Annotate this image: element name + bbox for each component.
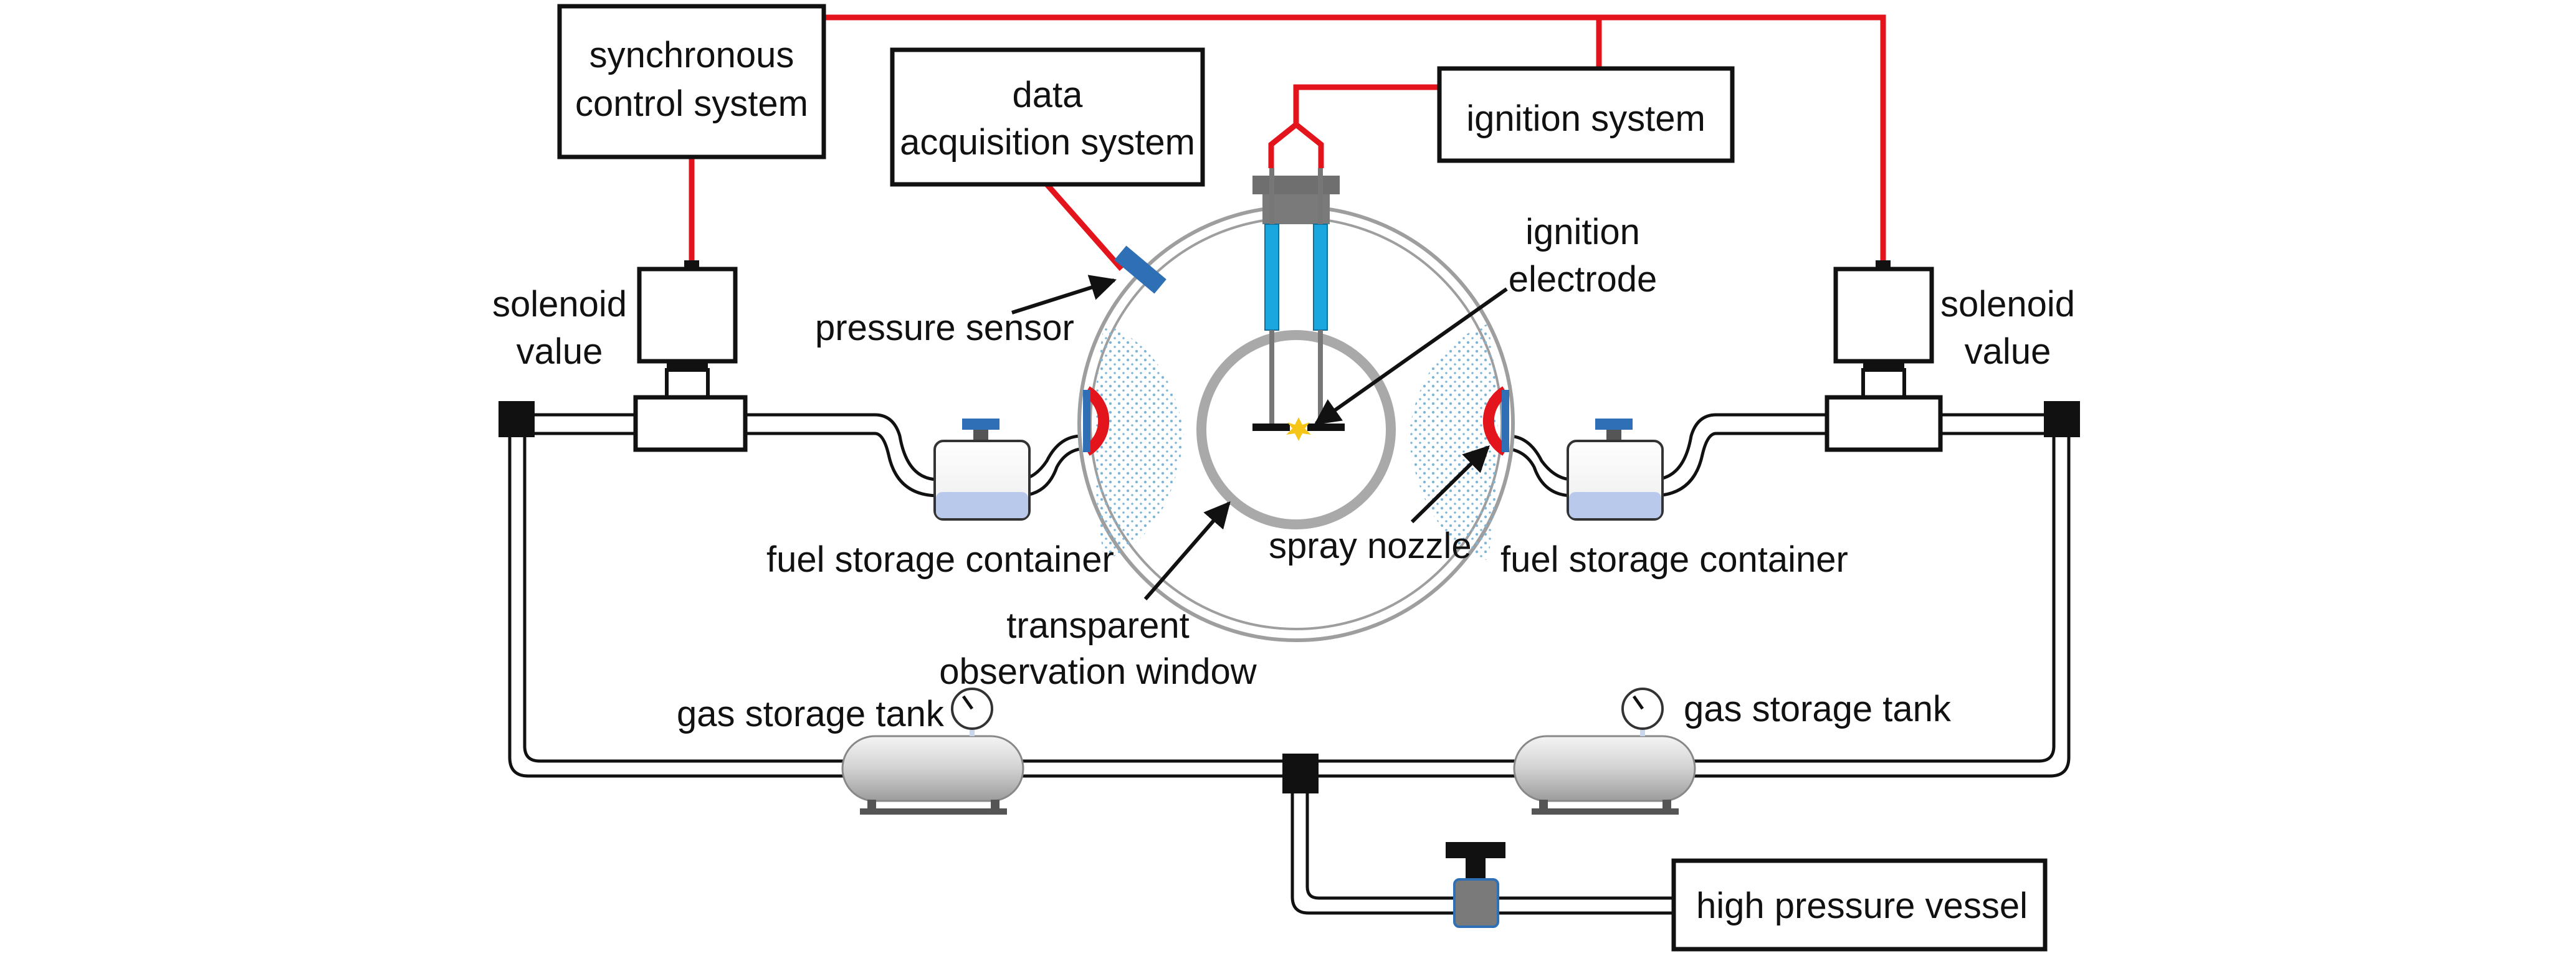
gas-left-label: gas storage tank <box>677 694 945 734</box>
labels: synchronous control system data acquisit… <box>492 35 2075 926</box>
pressure-sensor <box>1114 245 1166 294</box>
arrow-spray-nozzle <box>1410 445 1490 524</box>
ignition-system-label: ignition system <box>1466 98 1705 139</box>
electrode-flange <box>1252 176 1340 194</box>
ignition-to-electrode-line-2 <box>1294 122 1324 168</box>
solenoid-left-label-line2: value <box>517 331 603 372</box>
sync-label-line2: control system <box>575 83 808 124</box>
sync-to-right-solenoid-line <box>823 14 1886 262</box>
ignition-electrode-left <box>1264 224 1279 331</box>
solenoid-right-label-line1: solenoid <box>1940 284 2075 324</box>
ignition-system-box <box>1437 66 1735 163</box>
daq-label-line2: acquisition system <box>900 122 1195 163</box>
hp-vessel-label: high pressure vessel <box>1696 886 2028 926</box>
solenoid-left-label-line1: solenoid <box>492 284 627 324</box>
junction-left <box>499 401 535 437</box>
sync-control-box <box>557 4 826 159</box>
combustion-chamber <box>1077 168 1515 642</box>
solenoid-right-label-line2: value <box>1965 331 2051 372</box>
daq-box <box>890 47 1205 187</box>
signal-wiring <box>689 14 1886 271</box>
gas-right-label: gas storage tank <box>1684 689 1952 729</box>
hp-vessel-box <box>1671 858 2048 952</box>
window-label-line1: transparent <box>1006 605 1189 646</box>
gas-tank-right <box>1513 688 1696 815</box>
solenoid-valve-left <box>633 260 748 452</box>
hp-valve <box>1446 842 1505 928</box>
pressure-sensor-label: pressure sensor <box>815 308 1074 348</box>
sync-label-line1: synchronous <box>589 35 794 75</box>
arrow-ignition-electrode <box>1314 287 1508 425</box>
junction-bottom <box>1282 754 1319 793</box>
fuel-left-label: fuel storage container <box>766 539 1114 580</box>
gas-tank-left <box>841 688 1024 815</box>
daq-to-sensor-line <box>1044 182 1124 271</box>
spray-nozzle-right <box>1482 386 1509 456</box>
solenoid-valve-right <box>1825 260 1943 452</box>
ignition-electrode-label-line1: ignition <box>1525 212 1640 252</box>
callout-arrows <box>1011 275 1508 600</box>
window-label-line2: observation window <box>939 651 1257 692</box>
arrow-pressure-sensor <box>1011 275 1117 315</box>
arrow-observation-window <box>1143 501 1231 600</box>
fuel-right-label: fuel storage container <box>1500 539 1848 580</box>
gas-piping <box>508 406 2071 915</box>
junction-right <box>2044 401 2080 437</box>
ignition-electrode-label-line2: electrode <box>1509 259 1658 300</box>
spray-nozzle-left <box>1084 386 1110 456</box>
spark-icon <box>1286 417 1311 441</box>
spray-cloud-left <box>1094 324 1184 561</box>
daq-label-line1: data <box>1013 75 1084 115</box>
fuel-container-right <box>1567 419 1664 521</box>
fuel-container-left <box>933 419 1031 521</box>
spray-nozzle-label: spray nozzle <box>1269 526 1472 566</box>
ignition-electrode-right <box>1313 224 1328 331</box>
